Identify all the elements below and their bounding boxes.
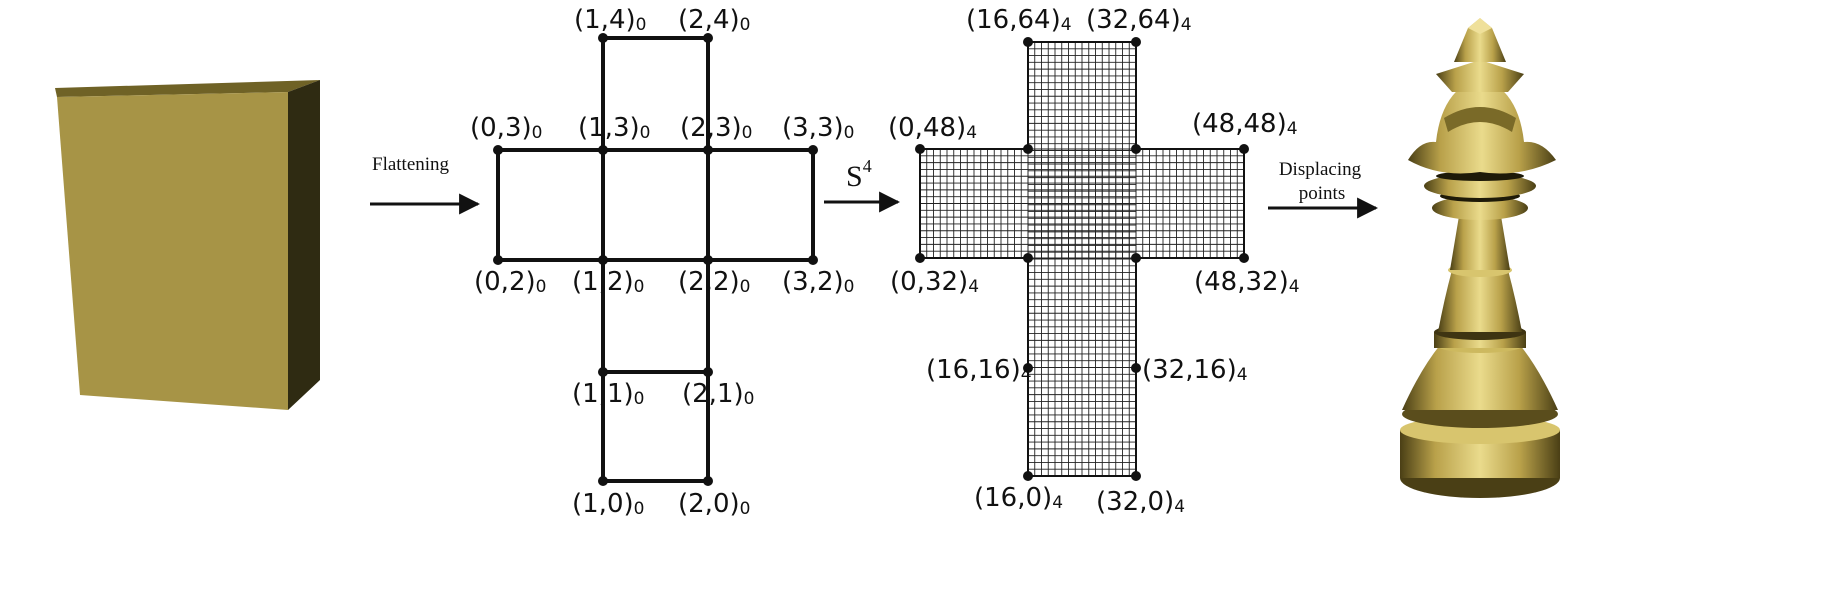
fine-labels: (16,64)4 (32,64)4 (0,48)4 (48,48)4 (0,32… <box>888 5 1300 517</box>
label-16-64: (16,64)4 <box>966 5 1072 35</box>
displacing-label-line2: points <box>1299 183 1345 204</box>
label-16-16: (16,16)4 <box>926 355 1032 385</box>
cube-3d <box>55 80 320 410</box>
label-32-64: (32,64)4 <box>1086 5 1192 35</box>
flattening-arrow: Flattening <box>370 154 481 215</box>
label-2-0: (2,0)0 <box>678 489 750 519</box>
fine-cross-mesh <box>919 41 1245 477</box>
label-48-32: (48,32)4 <box>1194 267 1300 297</box>
label-0-48: (0,48)4 <box>888 113 977 143</box>
chess-bishop-model <box>1400 18 1560 498</box>
subdivision-label: S4 <box>846 156 872 193</box>
cube-front-face <box>57 92 288 410</box>
label-2-2: (2,2)0 <box>678 267 750 297</box>
label-32-0: (32,0)4 <box>1096 487 1185 517</box>
displacing-arrow: Displacing points <box>1268 159 1379 219</box>
flattening-label: Flattening <box>372 154 450 175</box>
displacing-label-line1: Displacing <box>1279 159 1362 180</box>
label-1-4: (1,4)0 <box>574 5 646 35</box>
label-48-48: (48,48)4 <box>1192 109 1298 139</box>
label-2-3: (2,3)0 <box>680 113 752 143</box>
coarse-vertices <box>493 33 818 486</box>
label-0-32: (0,32)4 <box>890 267 979 297</box>
cube-side-face <box>288 80 320 410</box>
label-2-1: (2,1)0 <box>682 379 754 409</box>
label-1-2: (1,2)0 <box>572 267 644 297</box>
cube-top-face <box>55 80 320 97</box>
subdivision-arrow: S4 <box>824 156 901 213</box>
label-16-0: (16,0)4 <box>974 483 1063 513</box>
coarse-cross-net <box>496 36 815 483</box>
label-0-2: (0,2)0 <box>474 267 546 297</box>
label-3-3: (3,3)0 <box>782 113 854 143</box>
label-32-16: (32,16)4 <box>1142 355 1248 385</box>
label-2-4: (2,4)0 <box>678 5 750 35</box>
coarse-labels: (1,4)0 (2,4)0 (0,3)0 (1,3)0 (2,3)0 (3,3)… <box>470 5 854 519</box>
label-0-3: (0,3)0 <box>470 113 542 143</box>
fine-vertices <box>915 37 1249 481</box>
label-1-1: (1,1)0 <box>572 379 644 409</box>
label-3-2: (3,2)0 <box>782 267 854 297</box>
label-1-0: (1,0)0 <box>572 489 644 519</box>
label-1-3: (1,3)0 <box>578 113 650 143</box>
